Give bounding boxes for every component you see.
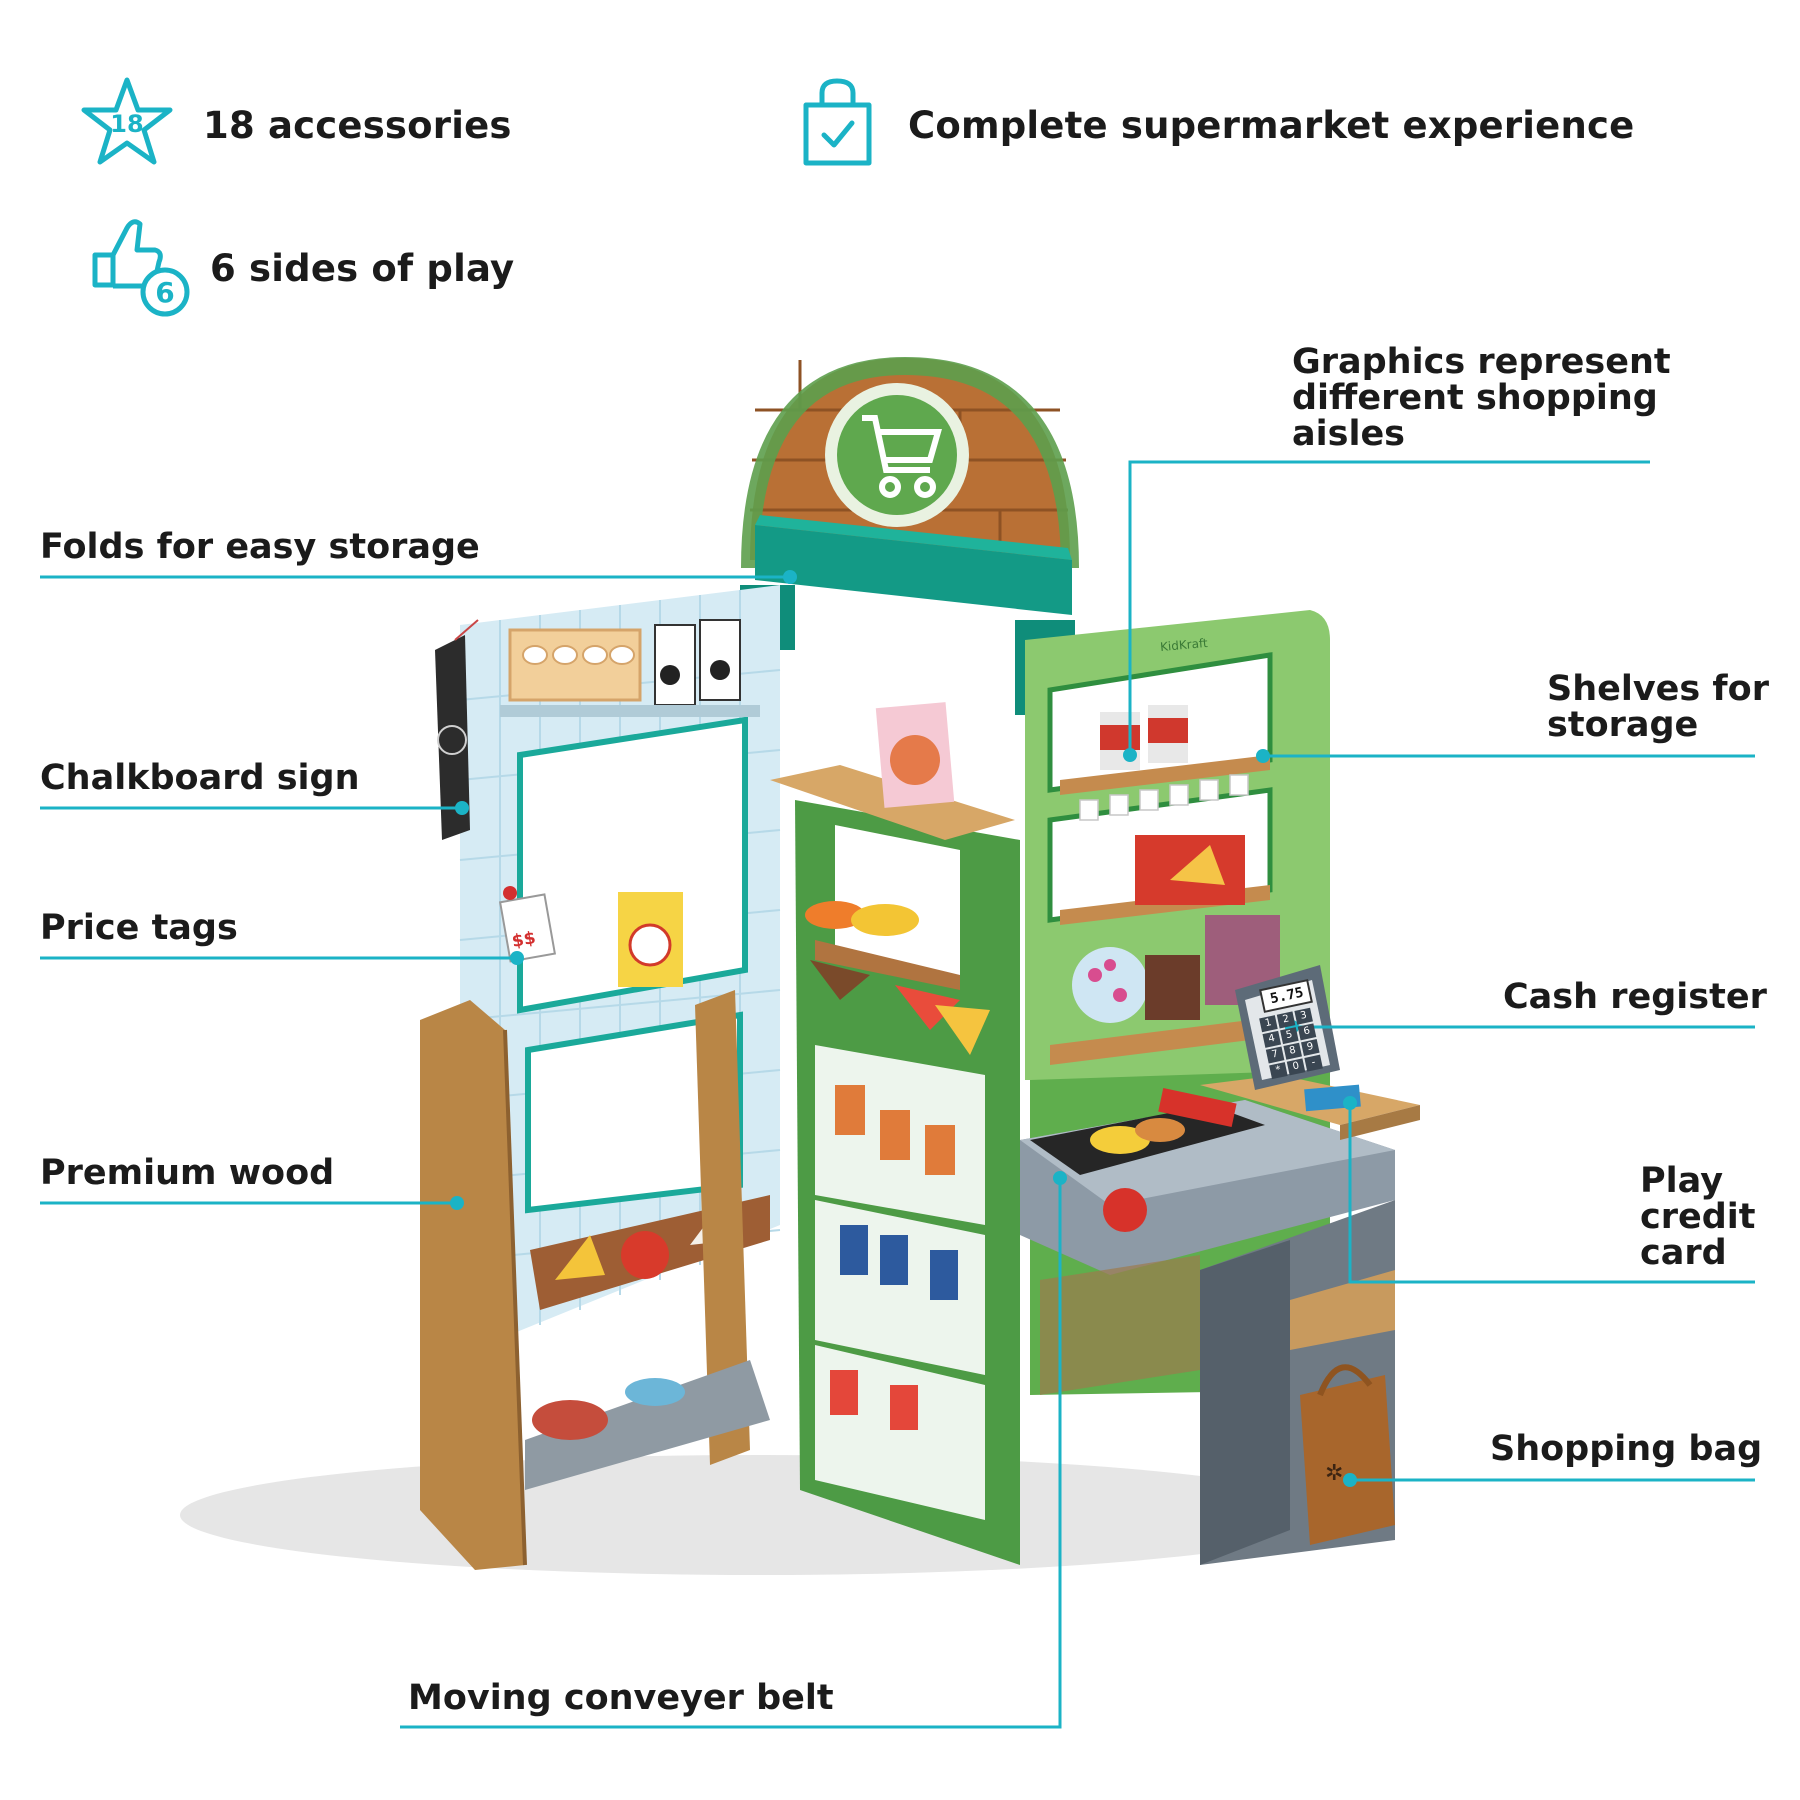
callout-shelves: Shelves for storage (1547, 671, 1769, 743)
register-key: 2 (1276, 1011, 1296, 1029)
star-badge-number: 18 (110, 110, 143, 138)
callout-premium-wood: Premium wood (40, 1153, 335, 1193)
callout-graphics-line-3: aisles (1292, 414, 1406, 454)
register-key: 3 (1294, 1007, 1313, 1025)
thumbs-up-6-icon: 6 (92, 219, 190, 317)
checkout-counter: ✲ (1020, 965, 1420, 1565)
left-panel (459, 585, 781, 1355)
callout-shopping-bag: Shopping bag (1490, 1429, 1763, 1469)
register-key: 5 (1280, 1027, 1299, 1045)
register-key: 4 (1262, 1030, 1282, 1048)
chalkboard (435, 619, 479, 840)
register-key: 1 (1259, 1015, 1278, 1033)
register-key: 8 (1283, 1042, 1302, 1060)
callout-dots (450, 570, 1357, 1487)
callout-conveyor: Moving conveyer belt (408, 1678, 834, 1718)
callout-graphics-line-2: different shopping (1292, 378, 1658, 418)
shopping-bag-product: ✲ (1300, 1364, 1395, 1545)
callout-shelves-line-2: storage (1547, 705, 1699, 745)
line-credit-card (1348, 1103, 1755, 1284)
register-key: 7 (1265, 1046, 1285, 1064)
callout-graphics: Graphics represent different shopping ai… (1292, 344, 1671, 452)
callout-cash-register: Cash register (1503, 977, 1767, 1017)
callout-credit-card-line-2: credit (1640, 1197, 1756, 1237)
callout-credit-card-line-3: card (1640, 1233, 1727, 1273)
register-key: 9 (1301, 1038, 1320, 1057)
middle-panel (770, 702, 1020, 1565)
right-panel (1025, 610, 1330, 1395)
callout-chalkboard: Chalkboard sign (40, 758, 360, 798)
price-tag-text: $$ (510, 928, 538, 952)
floor-shadow (180, 1455, 1340, 1575)
star-18-icon: 18 (81, 77, 173, 165)
premium-wood-side (420, 990, 770, 1570)
register-key: 6 (1297, 1023, 1317, 1041)
callout-shelves-line-1: Shelves for (1547, 669, 1769, 709)
callout-credit-card-line-1: Play (1640, 1161, 1724, 1201)
teal-beam (740, 515, 1075, 715)
callout-graphics-line-1: Graphics represent (1292, 342, 1671, 382)
line-graphics (1128, 460, 1650, 755)
callout-price-tags: Price tags (40, 908, 238, 948)
feature-accessories: 18 accessories (203, 104, 512, 147)
callout-lines (40, 460, 1755, 1729)
shopping-bag-check-icon (803, 78, 872, 166)
feature-sides: 6 sides of play (210, 247, 515, 290)
shopping-cart-icon (862, 415, 942, 498)
arch-sign (741, 356, 1079, 569)
feature-experience: Complete supermarket experience (908, 104, 1635, 147)
svg-text:✲: ✲ (1325, 1461, 1343, 1486)
line-conveyor (400, 1178, 1062, 1729)
thumbs-badge-number: 6 (155, 276, 174, 309)
callout-folds: Folds for easy storage (40, 527, 480, 567)
callout-credit-card: Play credit card (1640, 1163, 1756, 1271)
